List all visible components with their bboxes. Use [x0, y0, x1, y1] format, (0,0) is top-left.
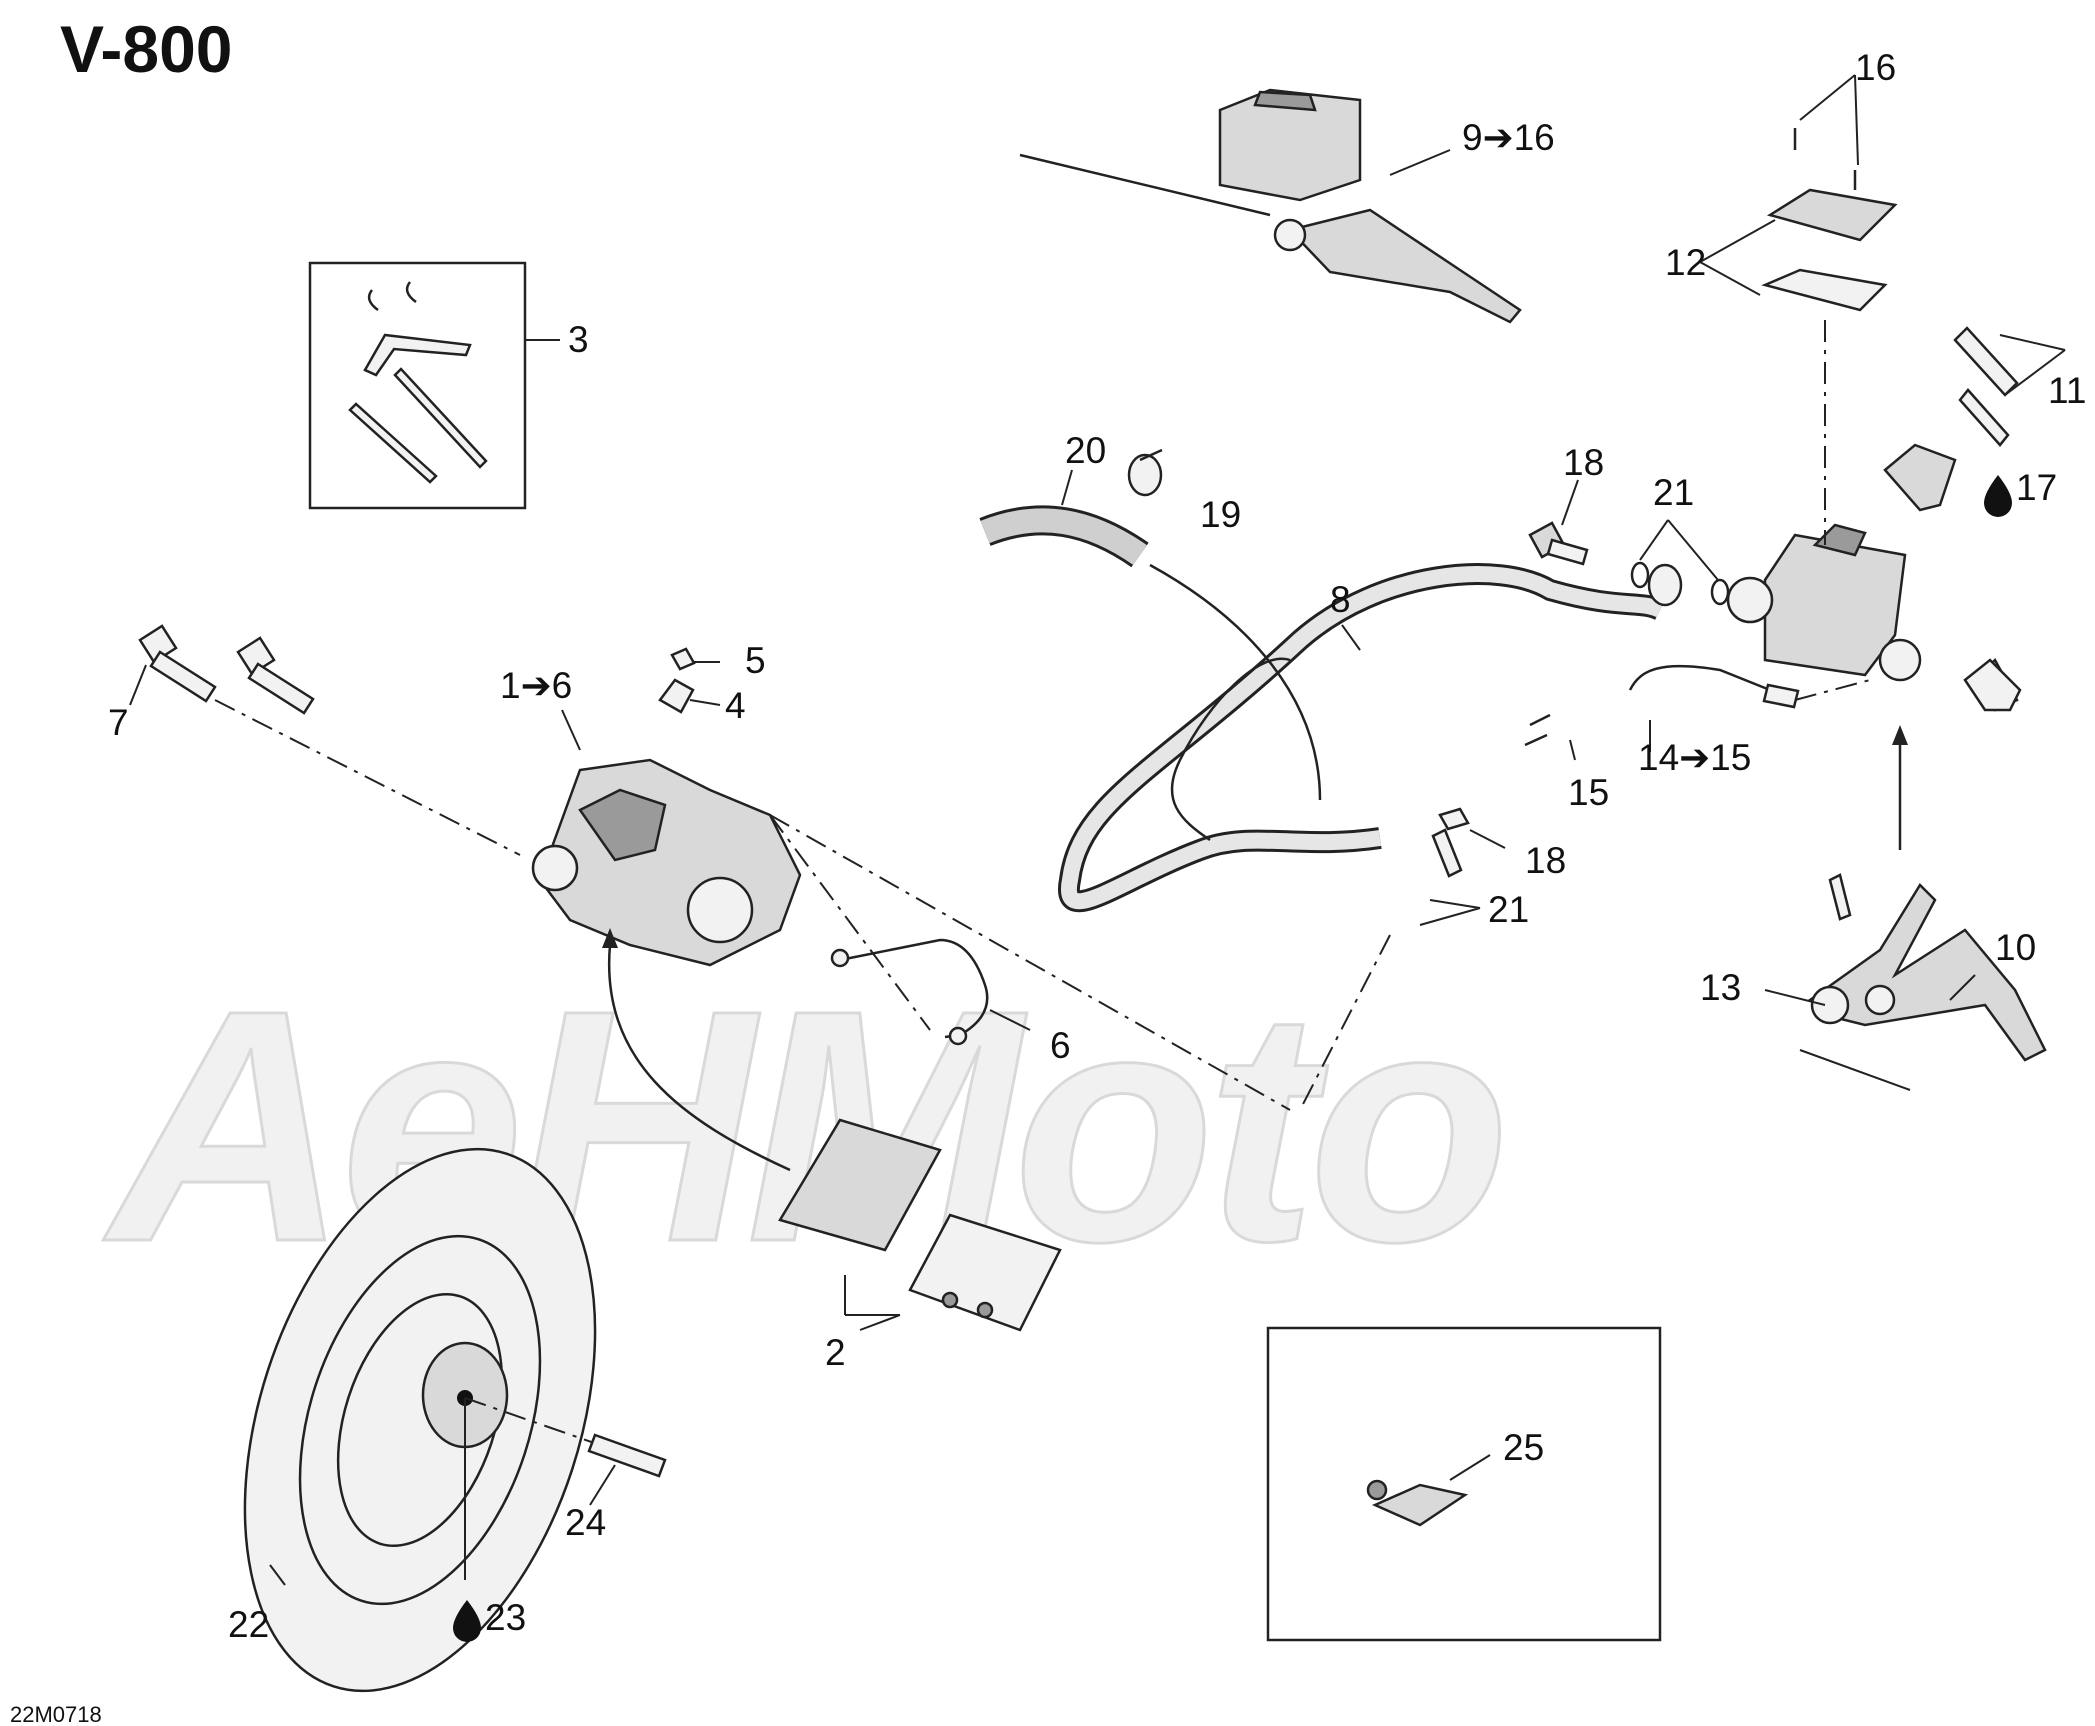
callout-7: 7	[108, 702, 129, 743]
oil-drop-icon	[1984, 475, 2012, 517]
brake-line-6	[830, 938, 1031, 1046]
hose-sleeve	[979, 469, 1322, 801]
screws-16	[1793, 74, 1859, 190]
arrow-head-2	[1892, 725, 1908, 745]
master-cylinder-assembly-top	[1019, 88, 1522, 324]
callout-6: 6	[1050, 1025, 1071, 1066]
clamp-bolts-11	[1883, 326, 2066, 512]
key-24	[587, 1433, 667, 1506]
callout-9-16: 9➔16	[1462, 117, 1555, 158]
callout-11: 11	[2048, 370, 2086, 411]
callout-3: 3	[568, 319, 589, 360]
callout-labels: 1➔6 2 3 4 5 6 7 8 9➔16 10 11 12 13 14➔15…	[108, 47, 2086, 1645]
callout-14-15: 14➔15	[1638, 737, 1751, 778]
diagram-title: V-800	[60, 12, 232, 86]
arrow-head	[602, 928, 618, 948]
banjo-bolt-lower	[1299, 807, 1506, 1111]
callout-20: 20	[1065, 430, 1106, 471]
callout-17: 17	[2016, 467, 2057, 508]
assembly-arrow	[607, 944, 791, 1172]
callout-2: 2	[825, 1332, 846, 1373]
callout-1-6: 1➔6	[500, 665, 572, 706]
callout-22: 22	[228, 1604, 269, 1645]
callout-25: 25	[1503, 1427, 1544, 1468]
hose-clamp-19	[1127, 448, 1163, 497]
callout-5: 5	[745, 640, 766, 681]
inset-box-25	[1266, 1326, 1662, 1642]
callout-10: 10	[1995, 927, 2036, 968]
callout-23: 23	[485, 1597, 526, 1638]
drawing-code: 22M0718	[10, 1702, 102, 1726]
lever-cap	[1963, 658, 2022, 712]
master-cylinder	[1726, 320, 2019, 712]
banjo-bolt-upper	[1528, 479, 1589, 566]
brake-disc	[243, 1147, 601, 1693]
callout-18-lower: 18	[1525, 840, 1566, 881]
brake-caliper	[531, 647, 1291, 1111]
bolts-7	[129, 624, 521, 856]
callout-15: 15	[1568, 772, 1609, 813]
callout-24: 24	[565, 1502, 606, 1543]
callout-13: 13	[1700, 967, 1741, 1008]
brake-lever	[1764, 873, 2047, 1091]
callout-12: 12	[1665, 242, 1706, 283]
switch-14	[1524, 664, 1871, 761]
callout-21-lower: 21	[1488, 889, 1529, 930]
pin-kit-box	[308, 261, 560, 510]
callout-19: 19	[1200, 494, 1241, 535]
reservoir-cover-12	[1699, 188, 1898, 312]
callout-4: 4	[725, 685, 746, 726]
callout-18-upper: 18	[1563, 442, 1604, 483]
watermark: AeHMoto	[98, 940, 1514, 1312]
brake-hose	[1057, 563, 1665, 913]
callout-8: 8	[1330, 579, 1351, 620]
washers-upper	[1630, 519, 1730, 607]
brake-pads	[778, 1118, 1062, 1332]
oil-drop-icon	[453, 1600, 481, 1642]
callout-21-upper: 21	[1653, 472, 1694, 513]
callout-17-group: 17	[1984, 467, 2057, 517]
callout-16: 16	[1855, 47, 1896, 88]
watermark-text: AeHMoto	[100, 941, 1505, 1310]
callout-23-group: 23	[453, 1597, 526, 1642]
